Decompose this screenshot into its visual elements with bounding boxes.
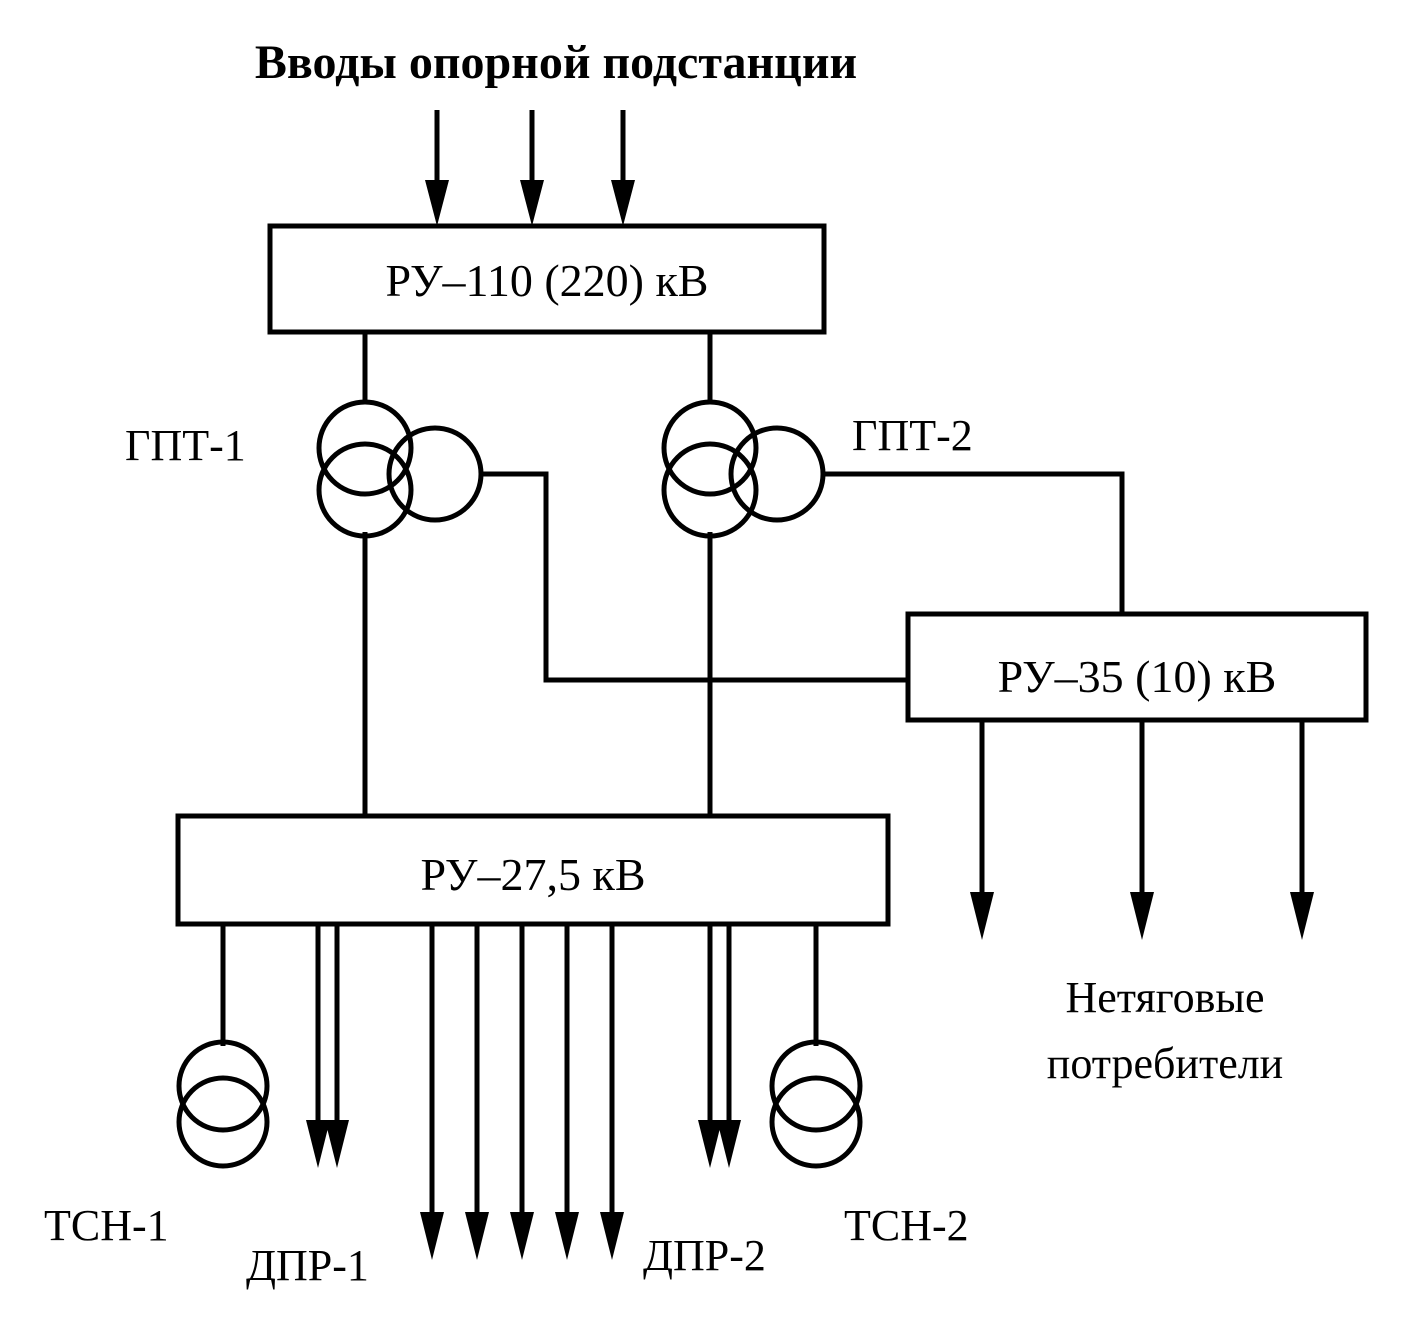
dpr-1-feeder — [306, 924, 349, 1168]
ru-35-label: РУ–35 (10) кВ — [998, 651, 1277, 702]
gpt-1-label: ГПТ-1 — [125, 421, 246, 470]
dpr-2-label: ДПР-2 — [643, 1231, 766, 1280]
ru-110-label: РУ–110 (220) кВ — [386, 255, 709, 306]
ru-27-5-label: РУ–27,5 кВ — [420, 849, 645, 900]
tsn-1-label: ТСН-1 — [44, 1201, 169, 1250]
dpr-2-feeder — [698, 924, 741, 1168]
tsn-1-transformer — [176, 1039, 270, 1169]
non-traction-feeders — [970, 720, 1314, 940]
traction-feeders — [420, 924, 624, 1260]
ru-110-switchgear: РУ–110 (220) кВ — [267, 223, 827, 335]
consumers-label-line1: Нетяговые — [1065, 973, 1264, 1022]
tsn-2-label: ТСН-2 — [844, 1201, 969, 1250]
ru-27-5-switchgear: РУ–27,5 кВ — [175, 813, 891, 927]
ru-35-switchgear: РУ–35 (10) кВ — [905, 611, 1369, 723]
input-feeders — [425, 110, 635, 226]
gpt-2-transformer — [661, 399, 826, 539]
dpr-1-label: ДПР-1 — [246, 1241, 369, 1290]
gpt-1-transformer — [316, 399, 484, 539]
connection-lines — [362, 332, 1125, 816]
consumers-label-line2: потребители — [1047, 1039, 1283, 1088]
tsn-2-transformer — [769, 1039, 863, 1169]
gpt-2-label: ГПТ-2 — [852, 411, 973, 460]
diagram-title: Вводы опорной подстанции — [255, 36, 857, 89]
